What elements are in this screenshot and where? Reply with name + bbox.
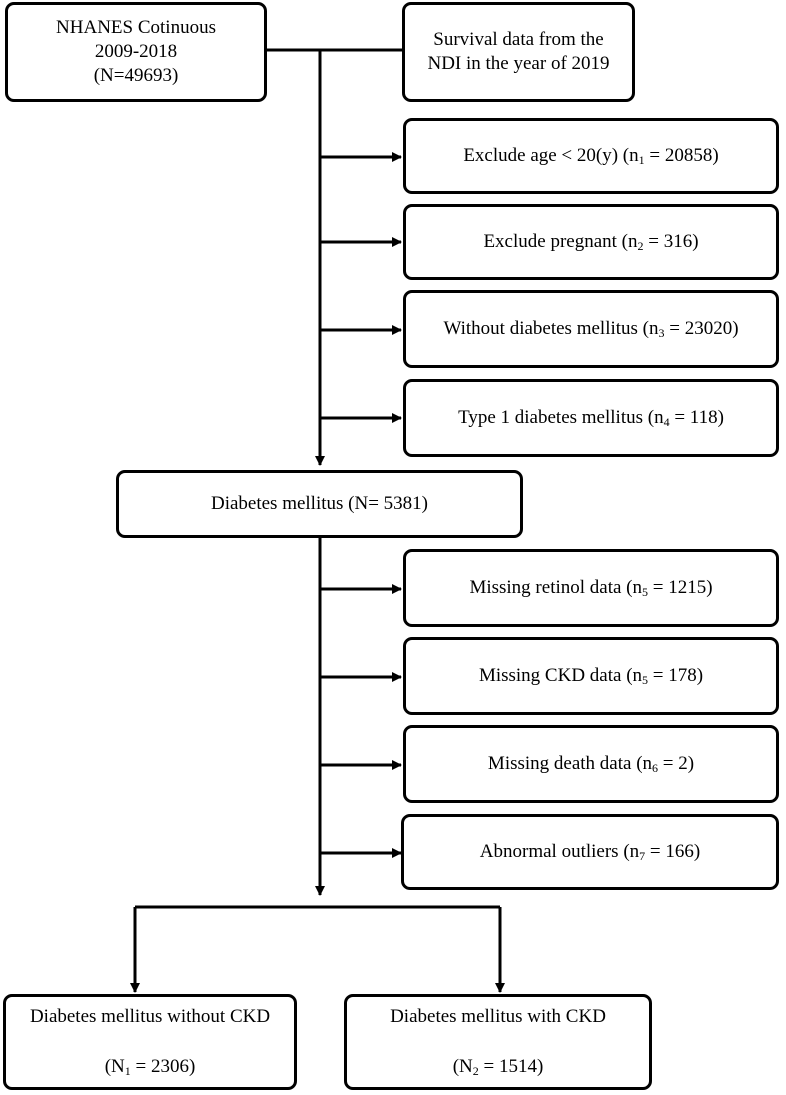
survival-line-1: Survival data from the bbox=[433, 29, 604, 51]
exclusion-pregnant-count: = 316) bbox=[643, 231, 699, 253]
group-without-ckd-count: = 2306) bbox=[130, 1056, 196, 1077]
exclusion-box-death: Missing death data (n6 = 2) bbox=[403, 725, 779, 803]
exclusion-box-without-dm: Without diabetes mellitus (n3 = 23020) bbox=[403, 290, 779, 368]
exclusion-without-dm-sub: 3 bbox=[658, 326, 665, 341]
exclusion-age-sub: 1 bbox=[638, 153, 645, 168]
exclusion-death-text: Missing death data (n bbox=[487, 753, 653, 775]
exclusion-without-dm-count: = 23020) bbox=[664, 318, 739, 340]
group-with-ckd-title: Diabetes mellitus with CKD bbox=[390, 1006, 606, 1028]
exclusion-retinol-text: Missing retinol data (n bbox=[469, 577, 642, 599]
group-box-without-ckd: Diabetes mellitus without CKD (N1 = 2306… bbox=[3, 994, 297, 1090]
source-count: (N=49693) bbox=[93, 64, 179, 86]
group-with-ckd-pre: (N bbox=[452, 1056, 473, 1077]
exclusion-type1-count: = 118) bbox=[669, 407, 724, 429]
exclusion-box-age: Exclude age < 20(y) (n1 = 20858) bbox=[403, 118, 779, 194]
survival-line-2: NDI in the year of 2019 bbox=[427, 53, 610, 74]
exclusion-box-retinol: Missing retinol data (n5 = 1215) bbox=[403, 549, 779, 627]
group-box-with-ckd: Diabetes mellitus with CKD (N2 = 1514) bbox=[344, 994, 652, 1090]
exclusion-pregnant-sub: 2 bbox=[637, 239, 644, 254]
exclusion-death-count: = 2) bbox=[658, 753, 695, 775]
exclusion-ckd-text: Missing CKD data (n bbox=[478, 665, 643, 687]
exclusion-death-sub: 6 bbox=[652, 761, 659, 776]
group-without-ckd-pre: (N bbox=[104, 1056, 125, 1077]
diabetes-label: Diabetes mellitus (N= 5381) bbox=[210, 493, 429, 515]
diabetes-box: Diabetes mellitus (N= 5381) bbox=[116, 470, 523, 538]
exclusion-retinol-count: = 1215) bbox=[648, 577, 713, 599]
exclusion-ckd-count: = 178) bbox=[648, 665, 704, 687]
exclusion-box-type1: Type 1 diabetes mellitus (n4 = 118) bbox=[403, 379, 779, 457]
exclusion-age-text: Exclude age < 20(y) (n bbox=[463, 145, 639, 167]
survival-box: Survival data from the NDI in the year o… bbox=[402, 2, 635, 102]
exclusion-outliers-count: = 166) bbox=[645, 841, 701, 863]
exclusion-box-pregnant: Exclude pregnant (n2 = 316) bbox=[403, 204, 779, 280]
exclusion-without-dm-text: Without diabetes mellitus (n bbox=[443, 318, 659, 340]
source-years: 2009-2018 bbox=[94, 41, 178, 63]
group-without-ckd-sub: 1 bbox=[124, 1064, 131, 1078]
exclusion-retinol-sub: 5 bbox=[642, 585, 648, 600]
source-title: NHANES Cotinuous bbox=[56, 17, 216, 39]
exclusion-type1-sub: 4 bbox=[663, 415, 670, 430]
exclusion-outliers-text: Abnormal outliers (n bbox=[479, 841, 640, 863]
exclusion-box-outliers: Abnormal outliers (n7 = 166) bbox=[401, 814, 779, 890]
source-box: NHANES Cotinuous 2009-2018 (N=49693) bbox=[5, 2, 267, 102]
group-with-ckd-count: = 1514) bbox=[478, 1056, 544, 1077]
exclusion-type1-text: Type 1 diabetes mellitus (n bbox=[458, 407, 664, 429]
exclusion-ckd-sub: 5 bbox=[642, 673, 649, 688]
group-with-ckd-sub: 2 bbox=[472, 1064, 479, 1078]
exclusion-outliers-sub: 7 bbox=[639, 849, 646, 864]
exclusion-box-ckd: Missing CKD data (n5 = 178) bbox=[403, 637, 779, 715]
exclusion-age-count: = 20858) bbox=[644, 145, 719, 167]
exclusion-pregnant-text: Exclude pregnant (n bbox=[483, 231, 638, 253]
group-without-ckd-title: Diabetes mellitus without CKD bbox=[29, 1006, 271, 1028]
